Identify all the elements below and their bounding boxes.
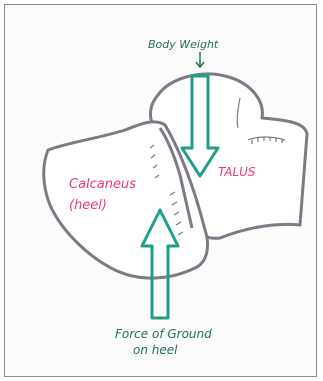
ground-force-sublabel: on heel xyxy=(133,343,178,357)
heel-sublabel: (heel) xyxy=(69,198,107,213)
body-weight-pointer-icon xyxy=(196,52,204,67)
calcaneus-label: Calcaneus xyxy=(69,177,136,192)
talus-label: TALUS xyxy=(218,165,256,179)
ground-force-label: Force of Ground xyxy=(115,327,212,341)
body-weight-label: Body Weight xyxy=(148,38,219,51)
